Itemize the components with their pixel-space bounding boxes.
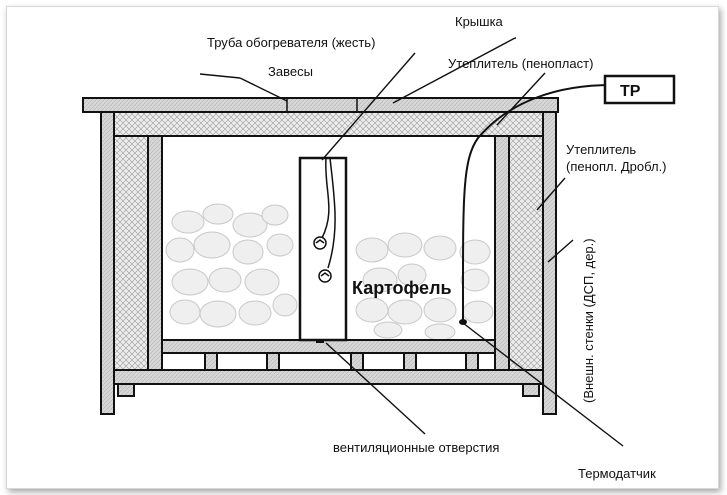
insulation-right (508, 135, 544, 371)
heater-bulbs (313, 157, 336, 283)
floor-posts (204, 352, 479, 371)
potato-pile (165, 203, 494, 341)
tr-box (603, 74, 676, 105)
vent-holes (316, 340, 324, 343)
outer-wall-left (100, 111, 115, 415)
label-vents: вентиляционные отверстия (333, 440, 499, 455)
label-thermosensor: Термодатчик (578, 466, 656, 481)
label-insulation-side-2: (пенопл. Дробл.) (566, 159, 667, 174)
label-lid: Крышка (455, 14, 504, 29)
bottom-floor (113, 369, 544, 385)
inner-floor (161, 339, 496, 354)
label-potatoes: Картофель (352, 278, 452, 298)
inner-wall-left (147, 135, 163, 371)
insulation-top (113, 111, 544, 137)
label-insulation-top: Утеплитель (пенопласт) (448, 56, 593, 71)
lid-board (82, 97, 559, 113)
inner-wall-right (494, 135, 510, 371)
insulation-left (113, 135, 149, 371)
label-hinges: Завесы (268, 64, 313, 79)
outer-wall-right (542, 111, 557, 415)
label-outer-wall: (Внешн. стенки (ДСП, дер.) (581, 238, 596, 403)
label-tr-box: ТР (620, 83, 641, 100)
leader-lines (199, 37, 624, 447)
label-insulation-side-1: Утеплитель (566, 142, 636, 157)
thermosensor-probe (459, 319, 467, 325)
label-heater-pipe: Труба обогревателя (жесть) (207, 35, 375, 50)
thermosensor-cable (461, 84, 612, 321)
